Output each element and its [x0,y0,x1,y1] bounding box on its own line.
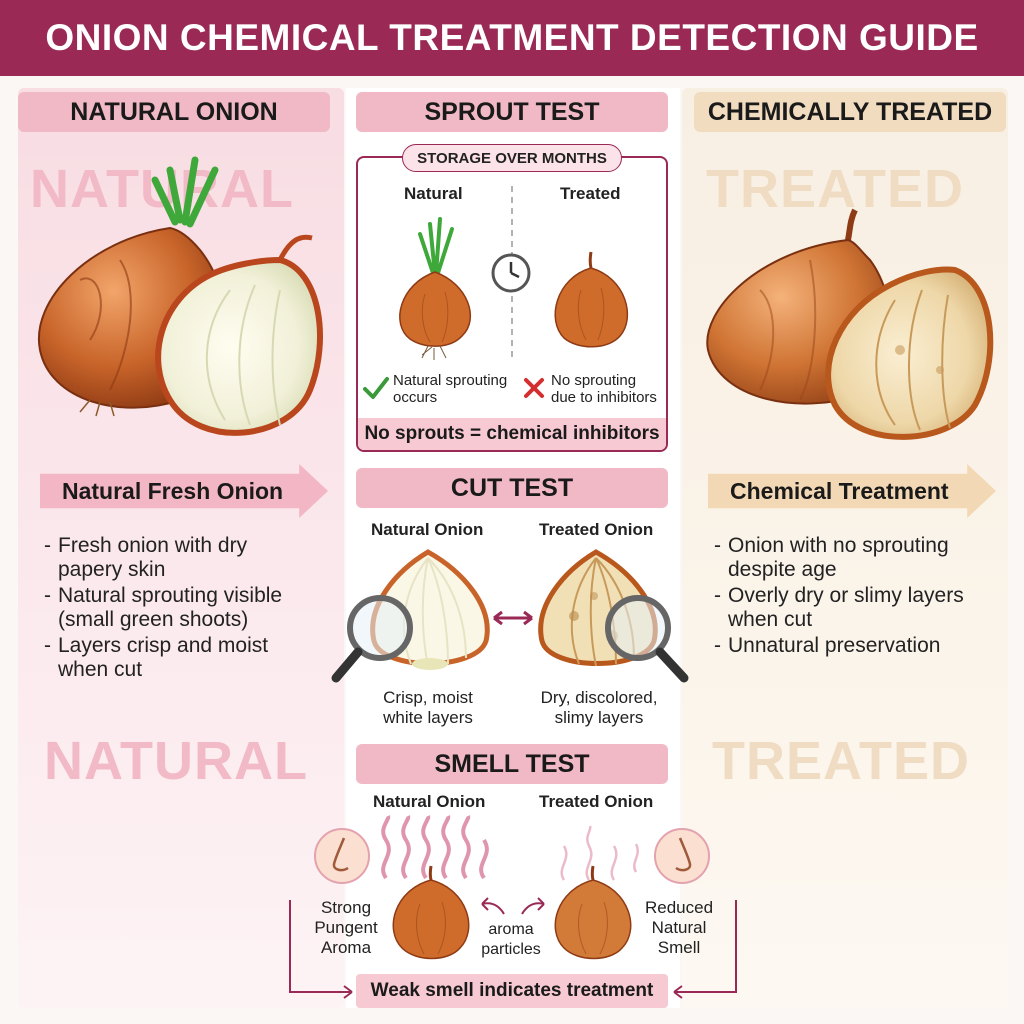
aroma-arrows-icon [481,897,545,915]
cut-natural-caption: Crisp, moist white layers [366,688,490,728]
treated-onion-icon [706,208,994,440]
cut-treated-label: Treated Onion [539,520,654,539]
caption-line: Dry, discolored, [540,688,658,707]
caption-line: particles [481,941,541,958]
caption-line: Pungent [314,918,378,937]
natural-header: NATURAL ONION [18,92,330,132]
storage-tag: STORAGE OVER MONTHS [402,144,622,172]
sprout-natural-label: Natural [404,184,463,203]
natural-watermark-bottom: NATURAL [44,731,308,791]
cut-natural-label: Natural Onion [371,520,484,539]
smell-treated-onion-icon [554,865,632,960]
caption-line: Aroma [320,938,372,957]
list-item: Onion with no sprouting despite age [714,534,994,582]
caption-line: Natural [651,918,707,937]
smell-verdict: Weak smell indicates treatment [356,974,668,1008]
list-item: Unnatural preservation [714,634,994,658]
list-item: Fresh onion with dry papery skin [44,534,314,582]
sprout-treated-note: No sprouting due to inhibitors [551,372,657,406]
list-item: Natural sprouting visible (small green s… [44,584,314,632]
page-title: ONION CHEMICAL TREATMENT DETECTION GUIDE [45,17,979,58]
strong-aroma-icon [381,815,489,880]
nose-icon [654,828,710,884]
smell-treated-note: Reduced Natural Smell [638,898,720,958]
nose-icon [314,828,370,884]
caption-line: white layers [383,708,473,727]
treated-bullets: Onion with no sprouting despite age Over… [714,534,994,660]
dormant-onion-icon [554,251,629,348]
magnifier-icon [331,595,413,683]
sprout-test-header: SPROUT TEST [356,92,668,132]
treated-header: CHEMICALLY TREATED [694,92,1006,132]
cross-icon [524,378,544,398]
smell-natural-onion-icon [392,865,470,960]
smell-connector-right [673,900,737,999]
natural-banner-label: Natural Fresh Onion [62,477,284,504]
treated-watermark-bottom: TREATED [712,731,970,791]
list-item: Overly dry or slimy layers when cut [714,584,994,632]
natural-bullets: Fresh onion with dry papery skin Natural… [44,534,314,684]
cut-treated-caption: Dry, discolored, slimy layers [526,688,672,728]
treated-banner-label: Chemical Treatment [730,477,949,504]
natural-onion-icon [37,156,323,436]
caption-line: slimy layers [554,708,644,727]
list-item: Layers crisp and moist when cut [44,634,314,682]
caption-line: Smell [657,938,701,957]
smell-test-header: SMELL TEST [356,744,668,784]
caption-line: aroma [488,921,534,938]
caption-line: Reduced [644,898,714,917]
smell-treated-label: Treated Onion [539,792,654,811]
clock-icon [491,253,531,293]
smell-connector-left [289,900,353,999]
cut-test-header: CUT TEST [356,468,668,508]
sprout-treated-label: Treated [560,184,621,203]
check-icon [363,377,389,399]
double-arrow-icon [493,610,533,626]
sprout-verdict: No sprouts = chemical inhibitors [358,418,666,450]
weak-aroma-icon [560,825,639,881]
caption-line: Strong [320,898,372,917]
magnifier-icon [605,595,689,683]
caption-line: Crisp, moist [383,688,473,707]
sprout-natural-note: Natural sprouting occurs [393,372,508,406]
sprouting-onion-icon [399,217,472,360]
smell-natural-label: Natural Onion [373,792,486,811]
aroma-particles-note: aroma particles [474,920,548,960]
title-banner: ONION CHEMICAL TREATMENT DETECTION GUIDE [0,0,1024,76]
smell-natural-note: Strong Pungent Aroma [306,898,386,958]
treated-watermark-top: TREATED [706,159,964,219]
